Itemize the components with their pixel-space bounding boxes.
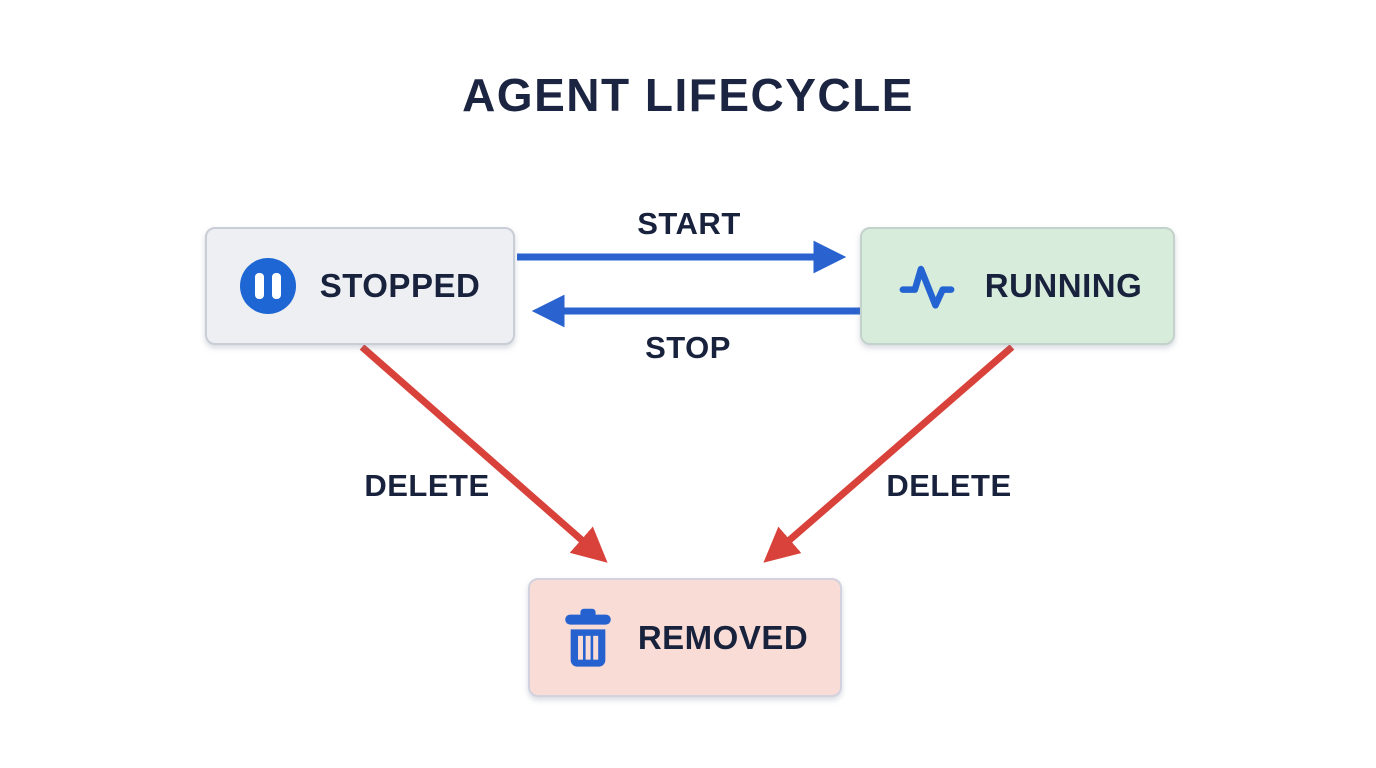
activity-icon (899, 265, 955, 309)
delete-arrow-from-running (763, 344, 1015, 563)
state-label-removed: REMOVED (637, 618, 809, 656)
state-box-running: RUNNING (860, 227, 1175, 345)
state-label-running: RUNNING (984, 267, 1143, 304)
state-box-removed: REMOVED (528, 578, 842, 697)
trash-icon (565, 608, 611, 667)
state-box-stopped: STOPPED (205, 227, 515, 345)
transition-label-delete-from-stopped: DELETE (364, 468, 490, 503)
diagram-title: AGENT LIFECYCLE (462, 69, 914, 121)
transition-label-start: START (637, 206, 741, 241)
state-label-stopped: STOPPED (319, 267, 481, 304)
transition-label-stop: STOP (645, 330, 731, 365)
delete-arrow-from-stopped (359, 344, 608, 563)
transition-label-delete-from-running: DELETE (886, 468, 1012, 503)
pause-icon (239, 258, 296, 314)
